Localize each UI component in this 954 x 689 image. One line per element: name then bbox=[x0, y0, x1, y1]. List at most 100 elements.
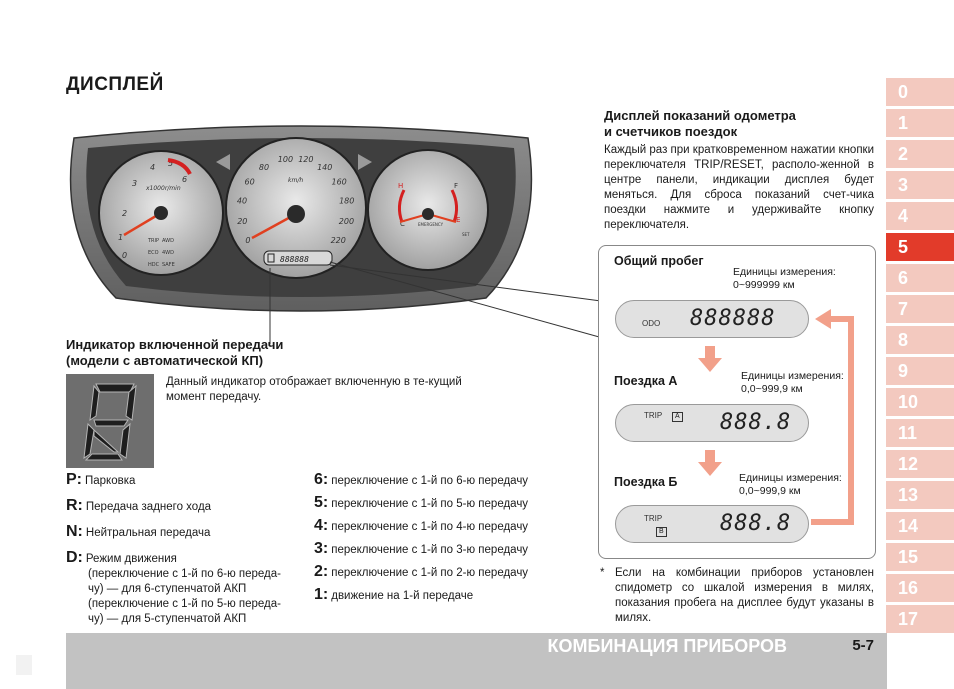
page-number: 5-7 bbox=[852, 637, 874, 654]
speed-tick: 100 bbox=[278, 155, 293, 164]
temp-hot-label: H bbox=[398, 182, 403, 190]
gear-legend-item: 1:движение на 1-й передаче bbox=[314, 587, 564, 604]
tach-tick: 5 bbox=[168, 159, 173, 168]
speed-tick: 120 bbox=[298, 155, 313, 164]
chapter-tab-5[interactable]: 5 bbox=[886, 233, 954, 261]
gear-indicator-image bbox=[66, 374, 154, 468]
gear-key-text: переключение с 1-й по 5-ю передачу bbox=[331, 498, 529, 510]
cluster-display bbox=[263, 250, 333, 266]
gear-key-text: Передача заднего хода bbox=[85, 501, 212, 513]
footer-bar: КОМБИНАЦИЯ ПРИБОРОВ 5-7 bbox=[66, 633, 887, 689]
warning-label: 4WD bbox=[162, 250, 174, 256]
chapter-tab-17[interactable]: 17 bbox=[886, 605, 954, 633]
warning-label: ECO bbox=[148, 250, 159, 256]
trip-a-lcd-value: 888.8 bbox=[720, 410, 792, 435]
tach-tick: 6 bbox=[182, 175, 187, 184]
cluster-display-digits: 888888 bbox=[280, 255, 309, 264]
chapter-tab-14[interactable]: 14 bbox=[886, 512, 954, 540]
trip-a-lcd: TRIP A 888.8 bbox=[615, 404, 809, 442]
footnote-marker: * bbox=[600, 567, 605, 579]
chapter-tab-6[interactable]: 6 bbox=[886, 264, 954, 292]
gear-key-subtext: (переключение с 1-й по 5-ю переда- bbox=[88, 598, 281, 610]
trip-b-lcd-box: B bbox=[656, 527, 667, 537]
gear-key-text: переключение с 1-й по 2-ю передачу bbox=[331, 567, 529, 579]
tach-tick: 3 bbox=[132, 179, 137, 188]
chapter-tab-0[interactable]: 0 bbox=[886, 78, 954, 106]
corner-mark bbox=[16, 655, 32, 675]
return-arrow-icon bbox=[811, 309, 854, 525]
gear-key-text: переключение с 1-й по 3-ю передачу bbox=[331, 544, 529, 556]
gear-key: 2: bbox=[314, 563, 329, 580]
trip-a-lcd-box: A bbox=[672, 412, 683, 422]
chapter-tab-10[interactable]: 10 bbox=[886, 388, 954, 416]
speed-unit: km/h bbox=[288, 177, 303, 184]
chapter-tab-13[interactable]: 13 bbox=[886, 481, 954, 509]
warning-label: AWD bbox=[162, 238, 174, 244]
trip-a-title: Поездка А bbox=[614, 374, 678, 388]
gear-key-text: движение на 1-й передаче bbox=[331, 590, 474, 602]
trip-b-units: Единицы измерения: 0,0~999,9 км bbox=[739, 472, 842, 497]
total-units: Единицы измерения: 0~999999 км bbox=[733, 266, 836, 291]
gear-legend-item: 5:переключение с 1-й по 5-ю передачу bbox=[314, 495, 564, 512]
chapter-tab-11[interactable]: 11 bbox=[886, 419, 954, 447]
gear-key: P: bbox=[66, 471, 82, 488]
tach-tick: 1 bbox=[118, 233, 123, 242]
odometer-heading: Дисплей показаний одометра и счетчиков п… bbox=[604, 108, 796, 139]
down-arrow-icon bbox=[698, 450, 722, 476]
chapter-tab-2[interactable]: 2 bbox=[886, 140, 954, 168]
gear-indicator-description: Данный индикатор отображает включенную в… bbox=[166, 376, 462, 403]
trip-b-lcd: TRIP B 888.8 bbox=[615, 505, 809, 543]
gear-legend-item: 2:переключение с 1-й по 2-ю передачу bbox=[314, 564, 564, 581]
chapter-tab-16[interactable]: 16 bbox=[886, 574, 954, 602]
trip-b-lcd-label: TRIP bbox=[644, 514, 663, 523]
gear-key-text: Парковка bbox=[85, 475, 136, 487]
temp-fuel-gauge: H C F E EMERGENCY SET bbox=[367, 149, 489, 271]
gear-legend-item: 6:переключение с 1-й по 6-ю передачу bbox=[314, 472, 564, 489]
gear-indicator-heading: Индикатор включенной передачи (модели с … bbox=[66, 337, 284, 368]
gear-key-subtext: чу) — для 5-ступенчатой АКП bbox=[88, 613, 247, 625]
speed-tick: 20 bbox=[237, 217, 247, 226]
gear-key: D: bbox=[66, 549, 83, 566]
odometer-diagram-panel: Общий пробег Единицы измерения: 0~999999… bbox=[598, 245, 876, 559]
chapter-tab-12[interactable]: 12 bbox=[886, 450, 954, 478]
tachometer: 1 2 3 4 5 6 0 x1000r/min TRIP AWD ECO HD… bbox=[98, 150, 224, 276]
warning-label: SET bbox=[462, 232, 470, 237]
tach-tick: 4 bbox=[150, 163, 155, 172]
tach-tick: 2 bbox=[122, 209, 127, 218]
odo-lcd-value: 888888 bbox=[690, 306, 776, 331]
gear-key-subtext: чу) — для 6-ступенчатой АКП bbox=[88, 583, 247, 595]
chapter-tab-1[interactable]: 1 bbox=[886, 109, 954, 137]
chapter-tab-7[interactable]: 7 bbox=[886, 295, 954, 323]
tach-redzone bbox=[167, 158, 192, 175]
warning-label: EMERGENCY bbox=[418, 222, 444, 227]
speed-tick: 0 bbox=[245, 236, 250, 245]
speed-tick: 220 bbox=[331, 236, 346, 245]
gear-legend-item: P:Парковка bbox=[66, 472, 316, 489]
gear-key: 4: bbox=[314, 517, 329, 534]
speed-tick: 140 bbox=[317, 163, 332, 172]
gear-key-text: Нейтральная передача bbox=[85, 527, 211, 539]
tach-needle bbox=[123, 211, 162, 237]
gear-legend-item: 3:переключение с 1-й по 3-ю передачу bbox=[314, 541, 564, 558]
speed-tick: 200 bbox=[339, 217, 354, 226]
warning-label: HDC bbox=[148, 262, 160, 268]
odometer-description: Каждый раз при кратковременном нажатии к… bbox=[604, 144, 874, 231]
gear-key-text: переключение с 1-й по 6-ю передачу bbox=[331, 475, 529, 487]
chapter-tab-4[interactable]: 4 bbox=[886, 202, 954, 230]
chapter-tab-15[interactable]: 15 bbox=[886, 543, 954, 571]
chapter-tab-3[interactable]: 3 bbox=[886, 171, 954, 199]
temp-cold-label: C bbox=[400, 220, 405, 228]
fuel-empty-label: E bbox=[456, 216, 460, 224]
gear-key: 3: bbox=[314, 540, 329, 557]
page-title: ДИСПЛЕЙ bbox=[66, 74, 164, 95]
odo-lcd-label: ODO bbox=[642, 319, 661, 328]
gear-legend-right: 6:переключение с 1-й по 6-ю передачу 5:пе… bbox=[314, 472, 564, 610]
speed-tick: 80 bbox=[259, 163, 269, 172]
gear-key-subtext: (переключение с 1-й по 6-ю переда- bbox=[88, 568, 281, 580]
gear-key: N: bbox=[66, 523, 83, 540]
chapter-tab-8[interactable]: 8 bbox=[886, 326, 954, 354]
footnote-text: Если на комбинации приборов установлен с… bbox=[615, 567, 874, 624]
chapter-tab-9[interactable]: 9 bbox=[886, 357, 954, 385]
